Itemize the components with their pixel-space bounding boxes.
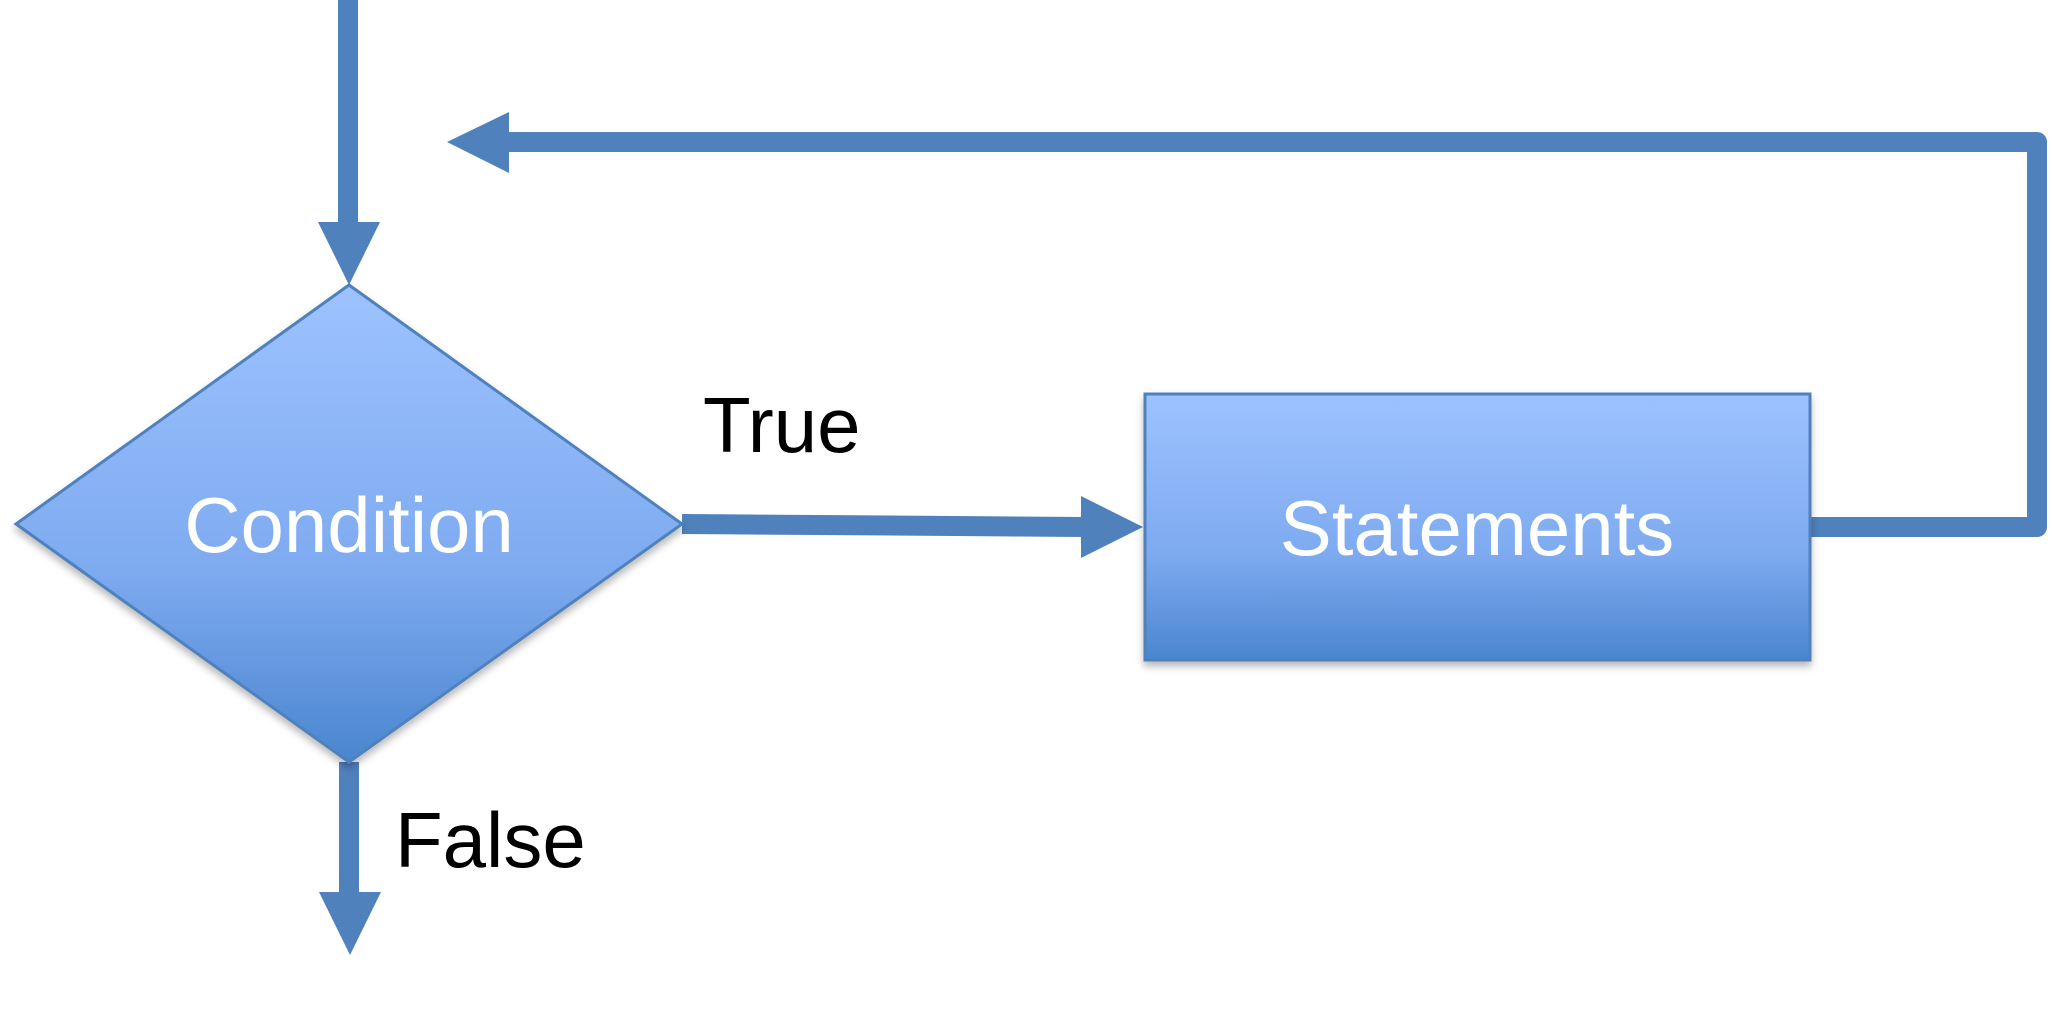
statements-node: Statements <box>1143 392 1812 662</box>
entry-arrow <box>318 0 380 285</box>
false-arrow <box>319 762 381 955</box>
condition-node: Condition <box>13 283 685 764</box>
loop-back-arrow <box>447 112 2047 537</box>
true-arrow <box>681 496 1143 558</box>
false-label: False <box>395 796 586 884</box>
statements-label: Statements <box>1280 484 1675 572</box>
true-label: True <box>703 381 861 469</box>
condition-label: Condition <box>184 481 514 569</box>
